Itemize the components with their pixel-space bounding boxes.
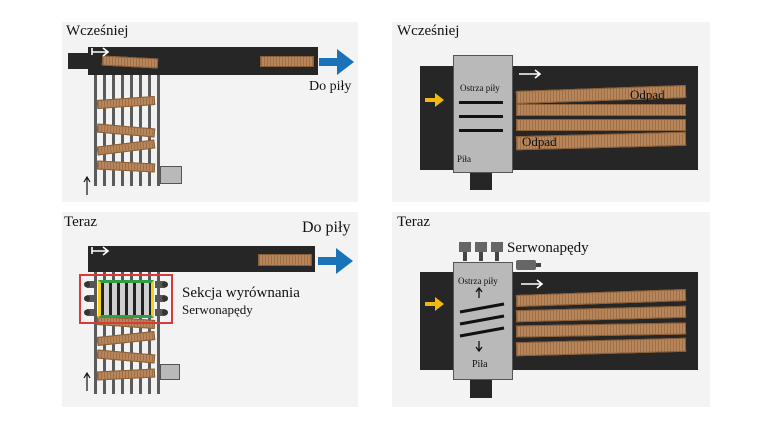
end-stop (160, 166, 182, 184)
saw-outlet (470, 170, 492, 190)
white-direction-arrow (519, 69, 542, 79)
saw-outlet (470, 378, 492, 398)
board (516, 104, 686, 116)
belt-end-block (68, 53, 88, 69)
up-arrow-icon (83, 175, 91, 195)
saw-blade (459, 129, 503, 132)
yellow-arrow-icon (425, 93, 444, 107)
board (258, 254, 312, 266)
panel-title: Wcześniej (397, 23, 460, 39)
saw-label: Piła (457, 154, 472, 164)
panel-title: Teraz (64, 214, 98, 230)
white-direction-arrow (521, 279, 544, 289)
blue-arrow-icon (318, 248, 353, 274)
blades-label: Ostrza piły (458, 276, 498, 286)
board (260, 56, 314, 67)
board (516, 119, 686, 131)
waste-label: Odpad (630, 87, 665, 102)
to-saw-label: Do piły (302, 219, 351, 236)
up-arrow-icon (83, 371, 91, 391)
panel-title: Teraz (397, 214, 431, 230)
saw-blade (459, 115, 503, 118)
up-arrow-icon (475, 286, 483, 298)
servo-drives-label: Serwonapędy (507, 240, 589, 256)
tilted-saw-blades (459, 302, 505, 338)
to-saw-label: Do piły (309, 79, 352, 94)
servo-motor-icon (84, 281, 97, 316)
servo-drives-label: Serwonapędy (182, 302, 253, 317)
blue-arrow-icon (319, 49, 354, 75)
alignment-frame (98, 280, 154, 318)
blades-label: Ostrza piły (460, 83, 500, 93)
alignment-section-highlight (79, 274, 173, 324)
saw-blade (459, 101, 503, 104)
panel-title: Wcześniej (66, 23, 129, 39)
saw-unit (453, 55, 513, 173)
yellow-arrow-icon (425, 297, 444, 311)
servo-motor-icon (155, 281, 168, 316)
white-direction-arrow (91, 246, 110, 256)
saw-label: Piła (472, 359, 488, 370)
servo-motor-icon (459, 242, 503, 261)
down-arrow-icon (475, 341, 483, 353)
servo-motor-icon (516, 260, 541, 270)
waste-label: Odpad (522, 134, 557, 149)
alignment-section-label: Sekcja wyrównania (182, 285, 300, 301)
end-stop (160, 364, 180, 380)
white-direction-arrow (91, 47, 110, 57)
